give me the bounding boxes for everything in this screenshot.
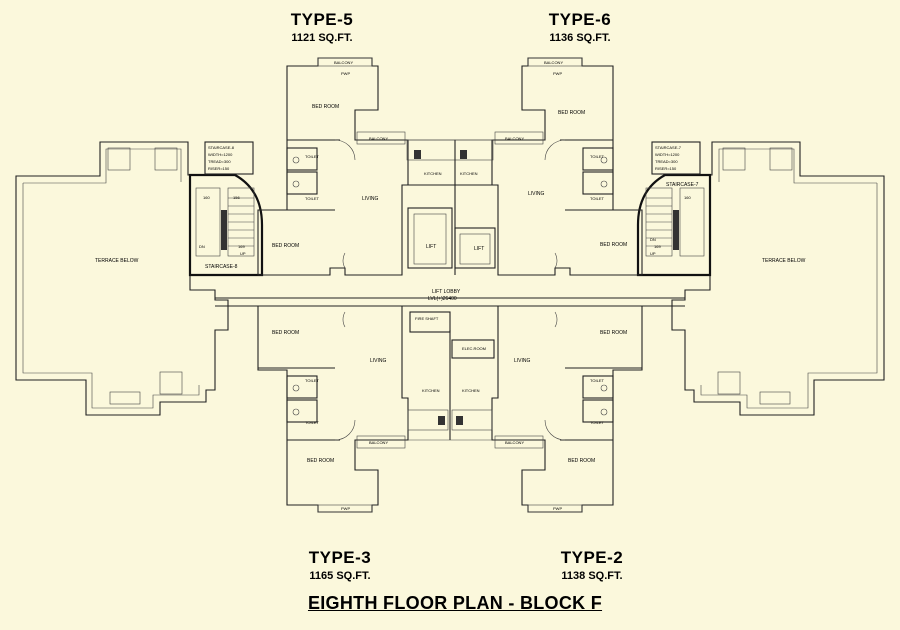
lift-lobby-level: LVL(+)26400 (428, 296, 457, 302)
unit-type-5-area: 1121 SQ.FT. (291, 32, 353, 44)
right-terrace-label: TERRACE BELOW (762, 258, 806, 264)
type6-toilet-1: TOILET (590, 154, 604, 159)
unit-type-2-area: 1138 SQ.FT. (561, 570, 623, 582)
type5-kitchen: KITCHEN (424, 171, 442, 176)
type2-bedroom-1: BED ROOM (600, 330, 627, 336)
right-stair-spec-1: STAIRCASE-7 (655, 145, 682, 150)
unit-type-6-area: 1136 SQ.FT. (549, 32, 611, 44)
type3-toilet-1: TOILET (305, 378, 319, 383)
left-stair-spec-1: STAIRCASE-8 (208, 145, 235, 150)
type5-toilet-2: TOILET (305, 196, 319, 201)
left-stair-dn: DN (199, 244, 205, 249)
type5-balcony: BALCONY (369, 136, 388, 141)
type6-pwp: PWP (553, 71, 562, 76)
central-corridor: LIFT LOBBY LVL(+)26400 (215, 289, 685, 307)
lift-lobby-label: LIFT LOBBY (432, 289, 461, 295)
right-stair-spec-3: TREAD=300 (655, 159, 678, 164)
unit-type-2-name: TYPE-2 (560, 548, 624, 567)
type2-bedroom-2: BED ROOM (568, 458, 595, 464)
type6-bedroom-1: BED ROOM (558, 110, 585, 116)
type2-toilet-2: TOILET (590, 420, 604, 425)
unit-type-5-plan: BALCONY PWP BED ROOM BALCONY TOILET TOIL… (257, 57, 456, 276)
type6-balcony: BALCONY (505, 136, 524, 141)
left-stair-spec-3: TREAD=300 (208, 159, 231, 164)
type6-bedroom-2: BED ROOM (600, 242, 627, 248)
type5-lift: LIFT (426, 244, 436, 250)
left-stair-spec-2: WIDTH=1200 (208, 152, 233, 157)
unit-type-2-plan: PWP BED ROOM TOILET TOILET LIVING BALCON… (451, 305, 643, 513)
right-staircase: 160 169 DN UP STAIRCASE-7 STAIRCASE-7 WI… (636, 141, 712, 277)
left-stair-dim-160: 160 (203, 195, 210, 200)
type5-living: LIVING (362, 196, 379, 202)
right-stair-spec-4: RISER=150 (655, 166, 677, 171)
right-terrace: TERRACE BELOW (671, 141, 885, 416)
type2-balcony: BALCONY (505, 440, 524, 445)
type3-pwp: PWP (341, 506, 350, 511)
type6-balcony-top: BALCONY (544, 60, 563, 65)
left-stair-dim-156: 156 (233, 195, 240, 200)
right-stair-dn: DN (650, 237, 656, 242)
type3-toilet-2: TOILET (305, 420, 319, 425)
type2-kitchen: KITCHEN (462, 388, 480, 393)
type6-toilet-2: TOILET (590, 196, 604, 201)
fire-shaft-label: FIRE SHAFT (415, 316, 439, 321)
type5-bedroom-1: BED ROOM (312, 104, 339, 110)
left-stair-dim-169: 169 (238, 244, 245, 249)
left-stair-name: STAIRCASE-8 (205, 264, 238, 270)
plan-title: EIGHTH FLOOR PLAN - BLOCK F (307, 593, 603, 613)
type6-kitchen: KITCHEN (460, 171, 478, 176)
unit-type-3-name: TYPE-3 (308, 548, 372, 567)
type5-pwp: PWP (341, 71, 350, 76)
right-stair-up: UP (650, 251, 656, 256)
type3-balcony: BALCONY (369, 440, 388, 445)
unit-type-6-plan: BALCONY PWP BED ROOM BALCONY TOILET TOIL… (454, 57, 643, 276)
unit-type-3-area: 1165 SQ.FT. (309, 570, 371, 582)
unit-type-3-plan: PWP BED ROOM TOILET TOILET LIVING BALCON… (257, 305, 451, 513)
left-terrace-label: TERRACE BELOW (95, 258, 139, 264)
type2-living: LIVING (514, 358, 531, 364)
type6-living: LIVING (528, 191, 545, 197)
left-stair-up: UP (240, 251, 246, 256)
type3-bedroom-2: BED ROOM (307, 458, 334, 464)
core-walls (408, 139, 492, 441)
type5-bedroom-2: BED ROOM (272, 243, 299, 249)
type3-kitchen: KITCHEN (422, 388, 440, 393)
right-stair-spec-2: WIDTH=1200 (655, 152, 680, 157)
left-stair-spec-4: RISER=150 (208, 166, 230, 171)
type2-toilet-1: TOILET (590, 378, 604, 383)
unit-type-5-name: TYPE-5 (290, 10, 354, 29)
right-stair-dim-160: 160 (684, 195, 691, 200)
type5-toilet-1: TOILET (305, 154, 319, 159)
left-staircase: 160 156 169 DN UP STAIRCASE-8 STAIRCASE-… (188, 141, 264, 277)
type3-living: LIVING (370, 358, 387, 364)
type5-balcony-top: BALCONY (334, 60, 353, 65)
type3-bedroom-1: BED ROOM (272, 330, 299, 336)
elec-room-label: ELEC.ROOM (462, 346, 486, 351)
left-terrace: TERRACE BELOW (15, 141, 229, 416)
right-stair-name: STAIRCASE-7 (666, 182, 699, 188)
right-stair-dim-169: 169 (654, 244, 661, 249)
type6-lift: LIFT (474, 246, 484, 252)
unit-type-6-name: TYPE-6 (548, 10, 612, 29)
type2-pwp: PWP (553, 506, 562, 511)
